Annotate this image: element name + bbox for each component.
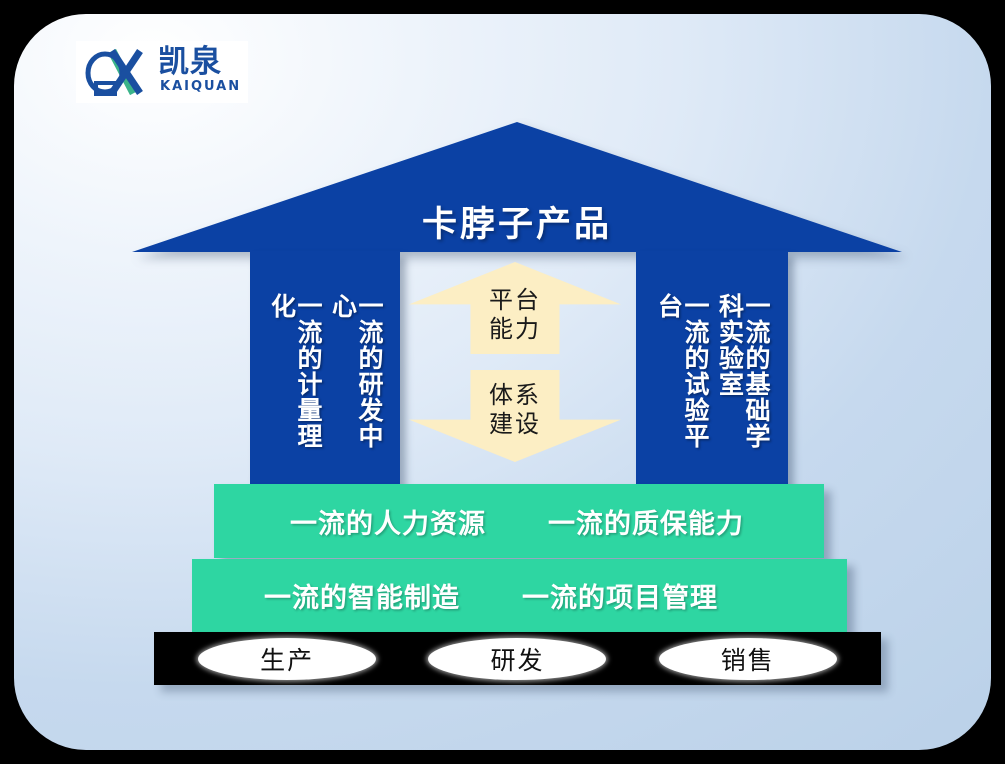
- logo-name-en: KAIQUAN: [160, 79, 242, 94]
- pillar-right: 一流的基础学科实验室 一流的试验平台: [636, 251, 788, 489]
- pillar-left-text-2: 一流的计量理化: [267, 293, 324, 449]
- pillar-left: 一流的研发中心 一流的计量理化: [250, 251, 400, 489]
- slide-panel: 凯泉 KAIQUAN 卡脖子产品 一流的研发中心 一流的计量理化 一流的基础学科…: [14, 14, 991, 750]
- arrow-up-icon: 平台能力: [409, 262, 621, 354]
- band-bottom: 一流的智能制造 一流的项目管理: [192, 559, 847, 632]
- foundation-pill-2: 研发: [428, 637, 607, 680]
- company-logo: 凯泉 KAIQUAN: [76, 41, 248, 103]
- roof-title: 卡脖子产品: [421, 205, 612, 245]
- arrow-down-icon: 体系建设: [409, 370, 621, 462]
- arrow-down-label: 体系建设: [489, 380, 541, 438]
- pillar-right-text-2: 一流的试验平台: [654, 293, 711, 449]
- kaiquan-logo-mark-icon: [85, 48, 143, 96]
- foundation-bar: 生产 研发 销售: [154, 632, 881, 685]
- pillar-left-text-1: 一流的研发中心: [328, 293, 385, 449]
- foundation-pill-1: 生产: [198, 637, 377, 680]
- pillar-right-text-1: 一流的基础学科实验室: [715, 293, 772, 449]
- foundation-pill-3: 销售: [658, 637, 837, 680]
- band-bottom-label-left: 一流的智能制造: [264, 583, 460, 614]
- roof-triangle: [132, 122, 902, 252]
- band-bottom-label-right: 一流的项目管理: [522, 583, 718, 614]
- band-top-label-right: 一流的质保能力: [548, 508, 744, 540]
- arrow-up-label: 平台能力: [489, 285, 541, 343]
- band-top: 一流的人力资源 一流的质保能力: [214, 484, 824, 558]
- logo-name-cn: 凯泉: [158, 44, 222, 80]
- band-top-label-left: 一流的人力资源: [290, 508, 486, 540]
